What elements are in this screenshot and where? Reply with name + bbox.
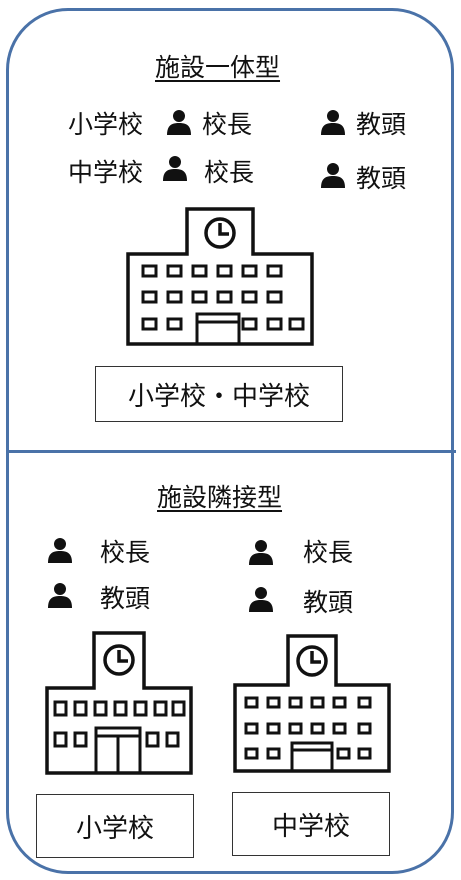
right-building-label-box: 中学校 bbox=[232, 792, 390, 856]
top-section-title: 施設一体型 bbox=[155, 53, 281, 82]
row1-school-label: 小学校 bbox=[68, 110, 144, 139]
person-icon bbox=[248, 586, 274, 612]
clock-icon bbox=[103, 644, 135, 676]
top-building-label-box: 小学校・中学校 bbox=[95, 366, 343, 422]
left-building-label: 小学校 bbox=[75, 813, 154, 844]
person-icon bbox=[320, 109, 346, 135]
person-icon bbox=[166, 109, 192, 135]
clock-icon bbox=[296, 645, 328, 677]
school-building-icon bbox=[45, 631, 193, 775]
row2-vice-principal-label: 教頭 bbox=[356, 164, 407, 193]
person-icon bbox=[47, 537, 73, 563]
right-vice-principal-label: 教頭 bbox=[303, 588, 354, 617]
row1-principal-label: 校長 bbox=[202, 110, 253, 139]
clock-icon bbox=[204, 217, 236, 249]
left-building-label-box: 小学校 bbox=[36, 794, 194, 858]
row1-vice-principal-label: 教頭 bbox=[356, 110, 407, 139]
right-building-label: 中学校 bbox=[271, 811, 350, 842]
right-principal-label: 校長 bbox=[303, 538, 354, 567]
top-building-label: 小学校・中学校 bbox=[127, 381, 310, 412]
person-icon bbox=[162, 155, 188, 181]
left-principal-label: 校長 bbox=[100, 538, 151, 567]
person-icon bbox=[320, 162, 346, 188]
row2-school-label: 中学校 bbox=[68, 158, 144, 187]
row2-principal-label: 校長 bbox=[204, 158, 255, 187]
school-building-icon bbox=[233, 634, 391, 773]
left-vice-principal-label: 教頭 bbox=[100, 584, 151, 613]
school-building-icon bbox=[126, 207, 314, 346]
person-icon bbox=[47, 582, 73, 608]
diagram-frame bbox=[6, 8, 454, 874]
section-divider bbox=[6, 450, 456, 453]
person-icon bbox=[248, 539, 274, 565]
bottom-section-title: 施設隣接型 bbox=[157, 483, 283, 512]
